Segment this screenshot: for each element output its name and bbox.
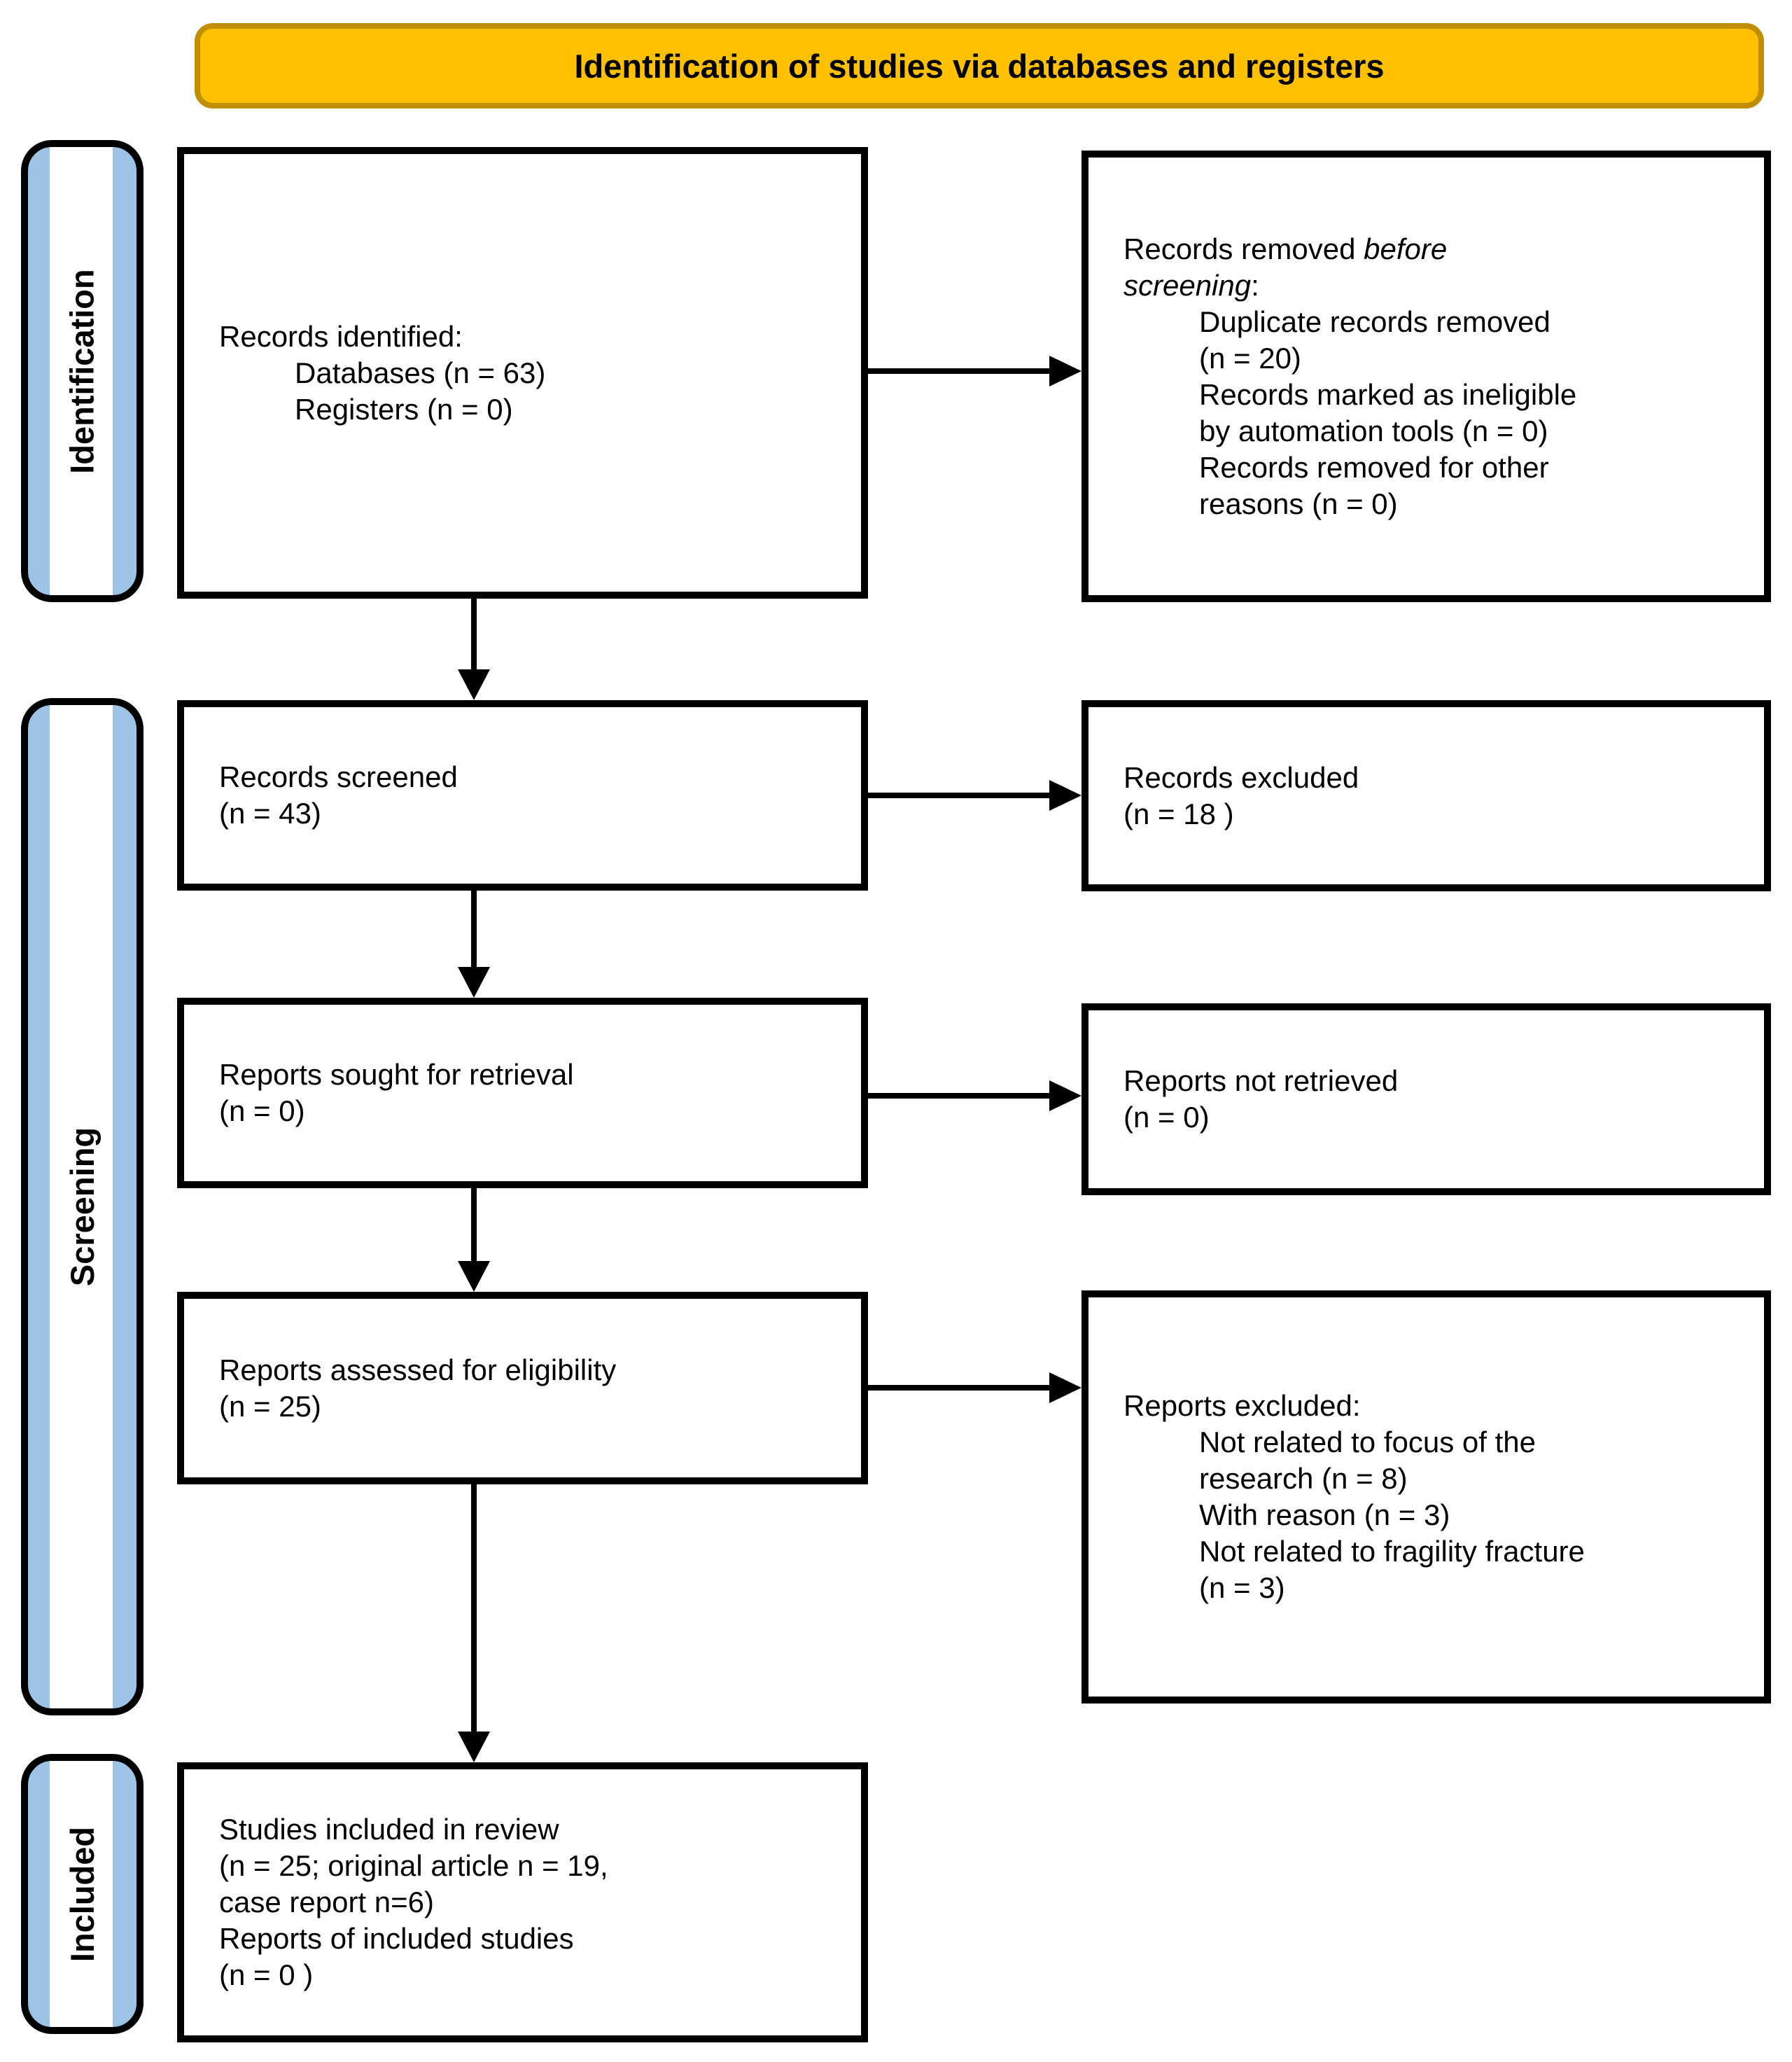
arrow-sought-to-assessed-head [458,1261,490,1292]
text-line: (n = 0) [1124,1101,1210,1134]
arrow-assessed-to-included-line [471,1484,477,1734]
box-reports-not-retrieved: Reports not retrieved (n = 0) [1082,1003,1771,1195]
text-line: Not related to fragility fracture [1199,1535,1585,1568]
box-studies-included: Studies included in review (n = 25; orig… [177,1762,868,2042]
text-line: screening: [1124,267,1739,304]
box-reports-assessed: Reports assessed for eligibility (n = 25… [177,1292,868,1484]
arrow-sought-to-assessed-line [471,1188,477,1262]
text-line: (n = 25) [219,1389,321,1423]
text-line: With reason (n = 3) [1199,1498,1450,1531]
stage-label-identification: Identification [21,140,144,602]
arrow-identified-to-screened-line [471,599,477,672]
text-line: Reports not retrieved [1124,1064,1399,1097]
text-line: Records excluded [1124,760,1359,794]
text-segment-italic: screening [1124,268,1252,302]
text-line: Databases (n = 63) [295,356,546,389]
box-reports-excluded: Reports excluded: Not related to focus o… [1082,1290,1771,1704]
arrow-identified-to-removed-head [1049,356,1082,386]
text-segment: Records removed [1124,232,1364,265]
text-line: Studies included in review [219,1813,559,1846]
text-line: Reports assessed for eligibility [219,1353,617,1386]
arrow-screened-to-sought-head [458,967,490,998]
text-line: by automation tools (n = 0) [1199,414,1548,447]
arrow-assessed-to-reports-excluded-head [1049,1372,1082,1403]
text-line: (n = 0 ) [219,1958,314,1991]
text-line: (n = 20) [1199,341,1301,375]
box-reports-sought: Reports sought for retrieval (n = 0) [177,998,868,1188]
text-line: Not related to focus of the [1199,1426,1536,1458]
arrow-assessed-to-reports-excluded-line [868,1385,1049,1391]
arrow-sought-to-not-retrieved-line [868,1093,1049,1099]
text-line: Reports excluded: [1124,1389,1361,1422]
text-line: (n = 0) [219,1094,305,1127]
text-segment: : [1251,268,1259,302]
arrow-screened-to-excluded-line [868,793,1049,798]
text-line: research (n = 8) [1199,1462,1408,1495]
text-line: Reports of included studies [219,1922,574,1955]
text-line: Records removed for other [1199,450,1549,484]
text-line: Records marked as ineligible [1199,377,1577,411]
text-line: Reports sought for retrieval [219,1058,574,1091]
arrow-identified-to-removed-line [868,368,1049,374]
box-records-screened: Records screened (n = 43) [177,700,868,891]
text-line: (n = 18 ) [1124,797,1234,830]
arrow-identified-to-screened-head [458,669,490,700]
stage-label-screening: Screening [21,698,144,1715]
arrow-screened-to-sought-line [471,891,477,970]
text-line: Duplicate records removed [1199,305,1550,338]
banner: Identification of studies via databases … [195,23,1764,109]
arrow-screened-to-excluded-head [1049,780,1082,811]
stage-label-screening-text: Screening [64,1127,101,1287]
arrow-sought-to-not-retrieved-head [1049,1080,1082,1111]
stage-label-included: Included [21,1754,144,2034]
text-line: (n = 3) [1199,1571,1285,1604]
text-line: Records removed before [1124,231,1739,267]
text-line: (n = 25; original article n = 19, [219,1849,608,1882]
text-line: (n = 43) [219,797,321,830]
text-line: case report n=6) [219,1886,435,1918]
stage-label-included-text: Included [64,1826,102,1962]
text-line: Registers (n = 0) [295,392,513,426]
text-line: reasons (n = 0) [1199,487,1398,520]
box-records-removed: Records removed before screening: Duplic… [1082,151,1771,602]
stage-label-identification-text: Identification [64,268,102,474]
banner-title: Identification of studies via databases … [574,47,1385,85]
text-line: Records identified: [219,319,463,353]
box-records-excluded: Records excluded (n = 18 ) [1082,700,1771,891]
arrow-assessed-to-included-head [458,1732,490,1762]
text-line: Records screened [219,760,458,793]
text-segment-italic: before [1364,232,1448,265]
box-records-identified: Records identified: Databases (n = 63) R… [177,147,868,599]
